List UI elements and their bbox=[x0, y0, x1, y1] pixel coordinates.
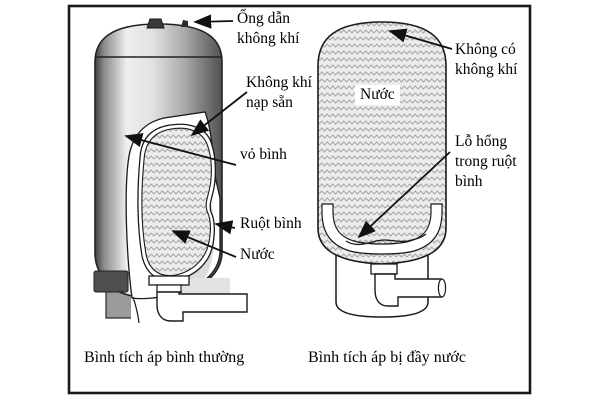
arrow-bladder bbox=[214, 220, 236, 235]
arrow-bladder-hole bbox=[357, 151, 451, 239]
caption-left-tank: Bình tích áp bình thường bbox=[84, 349, 245, 366]
arrow-water-left bbox=[171, 230, 237, 258]
label-no-air: Không có không khí bbox=[455, 41, 518, 79]
label-bladder-hole: Lỗ hổng trong ruột bình bbox=[455, 133, 517, 191]
left-flange-stem bbox=[156, 284, 182, 293]
left-flange bbox=[148, 275, 190, 286]
arrow-precharged-air bbox=[190, 91, 248, 137]
air-duct-nub bbox=[181, 20, 188, 27]
label-precharged-air: Không khí nạp sẵn bbox=[246, 74, 312, 112]
left-outlet-pipe bbox=[156, 291, 248, 322]
pipe-end-cap bbox=[437, 278, 447, 298]
caption-right-tank: Bình tích áp bị đầy nước bbox=[308, 349, 466, 366]
right-bladder-bowl bbox=[321, 203, 443, 255]
arrow-air-duct bbox=[193, 14, 234, 29]
membrane-edge-line bbox=[132, 296, 140, 324]
label-air-duct: Ống dẫn không khí bbox=[237, 10, 300, 48]
label-shell: vỏ bình bbox=[240, 146, 287, 163]
left-bladder-water bbox=[141, 127, 212, 277]
right-tank-body bbox=[317, 21, 447, 265]
arrow-no-air bbox=[388, 28, 453, 50]
left-tank-bracket bbox=[93, 270, 129, 293]
air-valve-icon bbox=[146, 18, 165, 29]
arrow-shell bbox=[124, 133, 237, 166]
label-water-right: Nước bbox=[355, 85, 400, 106]
bowl-water-line bbox=[345, 233, 427, 246]
label-bladder: Ruột bình bbox=[240, 215, 302, 232]
diagram-frame bbox=[67, 4, 532, 395]
right-flange bbox=[370, 263, 398, 275]
label-water-left: Nước bbox=[240, 246, 275, 263]
